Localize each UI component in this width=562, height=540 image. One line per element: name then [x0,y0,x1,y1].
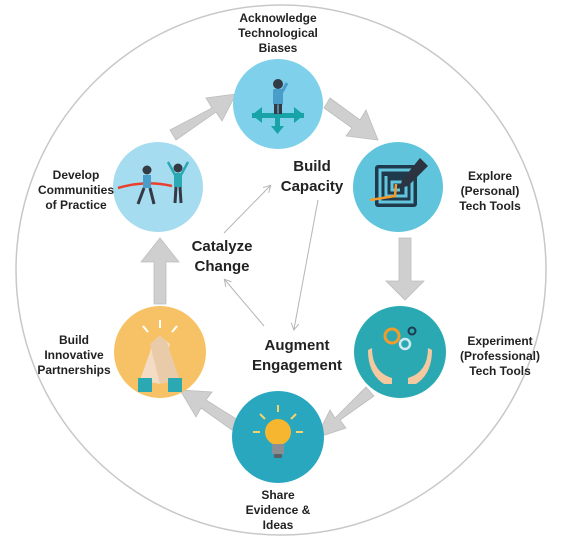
step-label-develop: Develop Communities of Practice [37,168,114,212]
step-experiment-circle [354,306,446,398]
finish-line-people-icon [117,161,190,205]
arrow-acknowledge-to-explore [323,97,379,141]
outer-ring [15,4,547,536]
arrow-experiment-to-share [315,386,375,439]
hands-gears-icon [368,326,432,384]
step-label-explore: Explore (Personal) Tech Tools [459,169,521,213]
step-explore [353,142,443,232]
step-build-partnerships [114,306,206,398]
arrow-develop-to-acknowledge [169,93,237,141]
center-label-catalyze-change: Catalyze Change [191,238,253,275]
arrow-share-to-build [179,389,239,431]
step-label-experiment: Experiment (Professional) Tech Tools [459,334,540,378]
step-label-share: Share Evidence & Ideas [245,488,311,532]
arrow-build-to-augment [294,199,319,329]
arrow-catalyze-to-build [223,186,270,234]
arrow-explore-to-experiment [385,237,425,301]
step-label-partnerships: Build Innovative Partnerships [37,333,111,377]
cycle-arrows [140,93,425,439]
inner-arrows [223,186,319,329]
center-label-augment-engagement: Augment Engagement [251,337,342,374]
center-label-build-capacity: Build Capacity [280,158,344,195]
step-share [232,391,324,483]
step-circles [113,59,446,483]
arrow-build-to-develop [140,237,180,305]
step-develop [113,142,203,232]
high-five-icon [138,320,182,392]
step-experiment [354,306,446,398]
arrow-augment-to-catalyze [225,280,265,327]
lightbulb-icon [253,405,303,458]
crossroads-person-icon [252,79,304,134]
maze-pen-icon [369,158,428,207]
step-acknowledge [233,59,323,149]
step-label-acknowledge: Acknowledge Technological Biases [238,11,318,55]
